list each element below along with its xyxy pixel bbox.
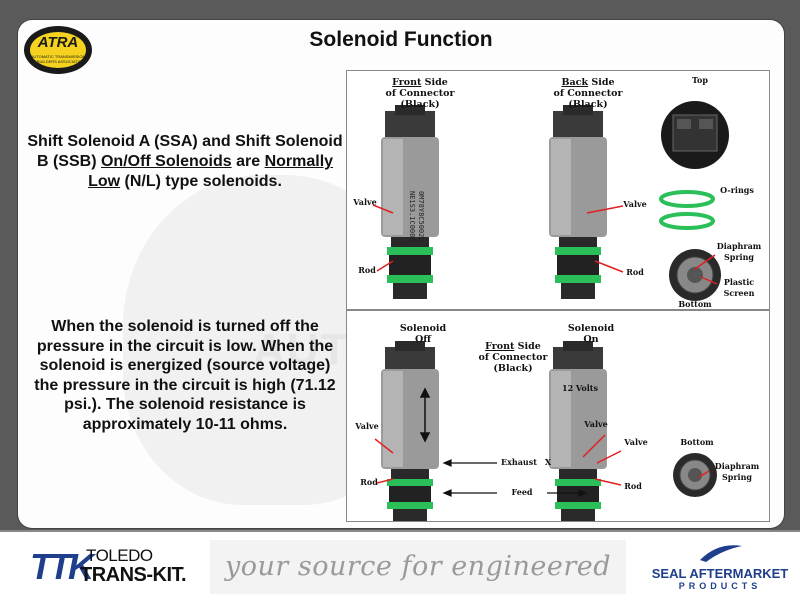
- top-label: Top: [692, 75, 708, 85]
- rod-label-left: Rod: [358, 265, 376, 275]
- footer-bar: TTK TOLEDO TRANS-KIT. your source for en…: [0, 530, 800, 600]
- bottom-label-2: Bottom: [680, 437, 714, 447]
- feed-label: Feed: [511, 487, 533, 497]
- valve-label-right: Valve: [623, 199, 647, 209]
- tt-name-line2: TRANS-KIT.: [80, 564, 187, 586]
- slide-title: Solenoid Function: [309, 28, 493, 51]
- back-solenoid-icon: [549, 105, 607, 299]
- intro-part-1: Shift Solenoid A (SSA) and Shift Solenoi…: [27, 133, 343, 170]
- bottom-screen-icon: [669, 249, 721, 301]
- seal-swoosh-icon: [700, 545, 742, 562]
- solenoid-on-icon: [549, 341, 607, 521]
- slogan-banner: your source for engineered solutions: [210, 540, 626, 594]
- solenoid-on-label: Solenoid On: [567, 323, 615, 345]
- toledo-trans-kit-logo: TTK TOLEDO TRANS-KIT.: [30, 540, 190, 592]
- seal-sub: PRODUCTS: [678, 581, 762, 591]
- ttk-mark: TTK: [30, 546, 94, 587]
- valve-label-left: Valve: [353, 197, 377, 207]
- atra-logo: ATRA AUTOMATIC TRANSMISSION REBUILDERS A…: [24, 26, 92, 74]
- rod-label-on: Rod: [624, 481, 642, 491]
- valve-label-on: Valve: [624, 437, 648, 447]
- exhaust-label: Exhaust: [501, 457, 537, 467]
- seal-aftermarket-logo: SEAL AFTERMARKET PRODUCTS: [650, 538, 790, 596]
- bottom-view-icon: [673, 453, 717, 497]
- volts-label: 12 Volts: [562, 383, 598, 393]
- solenoid-off-icon: [381, 341, 439, 521]
- flow-arrows: [442, 459, 588, 497]
- solenoid-views-diagram: NE1S3.1C0086 0M78Y8C50022 Front Side of …: [346, 70, 770, 310]
- solenoid-views-drawing: NE1S3.1C0086 0M78Y8C50022: [372, 101, 729, 301]
- o-ring-icon: [659, 212, 715, 230]
- solenoid-off-label: Solenoid Off: [399, 323, 447, 345]
- travel-arrow: [419, 387, 431, 443]
- orings-label: O-rings: [720, 185, 754, 195]
- front-solenoid-icon: [381, 105, 439, 299]
- top-view-icon: [661, 101, 729, 169]
- solenoid-states-drawing: [374, 341, 717, 521]
- tt-name-line1: TOLEDO: [86, 546, 153, 565]
- front-side-label: Front Side of Connector (Black): [385, 77, 455, 110]
- intro-part-3: are: [231, 153, 265, 170]
- plastic-screen-label: Plastic Screen: [723, 277, 755, 298]
- atra-logo-text: ATRA: [37, 34, 79, 51]
- o-ring-icon: [659, 190, 715, 208]
- serial-code-2: 0M78Y8C50022: [417, 191, 425, 242]
- intro-normally-low: Normally Low: [88, 153, 334, 190]
- description-text: When the solenoid is turned off the pres…: [34, 318, 336, 433]
- diaphram-spring-label: Diaphram Spring: [716, 241, 762, 262]
- rod-label-right: Rod: [626, 267, 644, 277]
- solenoid-states-diagram: Solenoid Off Front Side of Connector (Bl…: [346, 310, 770, 522]
- intro-text: Shift Solenoid A (SSA) and Shift Solenoi…: [26, 132, 344, 192]
- exhaust-blocked-mark: X: [544, 457, 552, 467]
- pointer-arrows: [374, 434, 710, 486]
- rod-label-off: Rod: [360, 477, 378, 487]
- pointer-arrows: [372, 204, 718, 285]
- seal-name: SEAL AFTERMARKET: [651, 566, 789, 581]
- atra-logo-sub: AUTOMATIC TRANSMISSION REBUILDERS ASSOCI…: [30, 54, 86, 64]
- valve-label-on-mid: Valve: [584, 419, 608, 429]
- front-side-label-2: Front Side of Connector (Black): [478, 341, 548, 374]
- content-panel: AUTOMATI ATRA AUTOMATIC TRANSMISSION REB…: [18, 20, 784, 528]
- valve-label-off: Valve: [355, 421, 379, 431]
- intro-onoff: On/Off Solenoids: [100, 153, 232, 170]
- diaphram-spring-label-2: Diaphram Spring: [714, 461, 760, 482]
- serial-code-1: NE1S3.1C0086: [408, 191, 416, 242]
- intro-part-5: (N/L) type solenoids.: [120, 173, 282, 190]
- bottom-label: Bottom: [678, 299, 712, 309]
- back-side-label: Back Side of Connector (Black): [553, 77, 623, 110]
